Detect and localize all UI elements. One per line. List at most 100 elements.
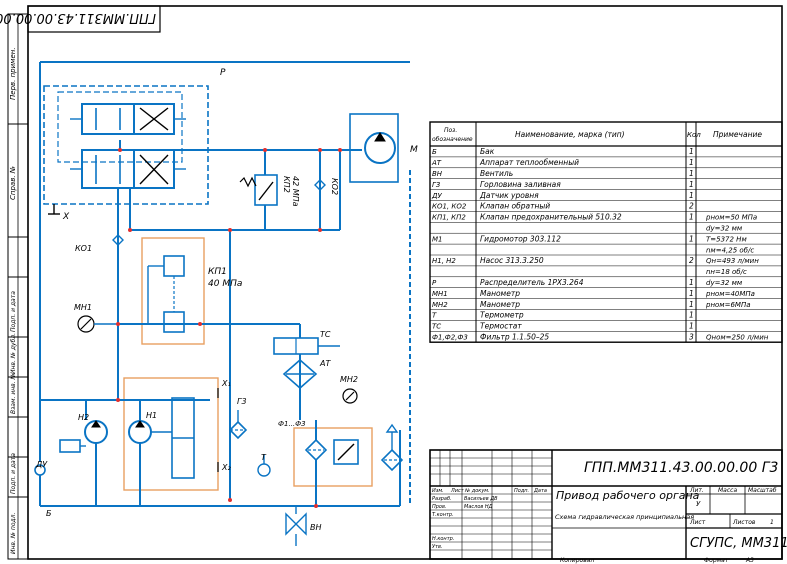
spec-row-note: dу=32 мм [706, 225, 743, 233]
side-strip-5: Взам. инв. № [10, 373, 17, 414]
side-strip-7: Инв. № подл. [10, 513, 17, 554]
spec-row-pos: Т [432, 312, 437, 320]
label-X2: X₂ [221, 463, 231, 472]
spec-row-pos: Р [432, 279, 437, 287]
row-sign: Подп. [514, 488, 529, 494]
sheets-value: 1 [770, 519, 774, 526]
spec-row-name: Насос 313.3.250 [480, 256, 544, 265]
spec-row-note: Qн=493 л/мин [706, 257, 759, 265]
label-KO2: КО2 [330, 178, 339, 195]
label-KP2-pressure: 42 МПа [291, 176, 300, 207]
top-stamp: ГПП.ММ311.43.00.00.00 Г3 [0, 5, 161, 33]
spec-row-qty: 3 [689, 333, 694, 342]
spec-row-note: pном=40МПа [705, 290, 755, 298]
label-DU: ДУ [35, 460, 48, 469]
spec-row-name: Фильтр 1.1.50–25 [480, 333, 549, 342]
spec-row-name: Гидромотор 303.112 [480, 234, 561, 243]
row-ncontrol: Н.контр. [432, 536, 454, 542]
label-MN1: МН1 [74, 303, 92, 312]
scale-header: Масштаб [748, 487, 777, 494]
spec-row-qty: 1 [689, 289, 694, 298]
label-P: Р [220, 68, 226, 78]
row-tcontrol: Т.контр. [432, 512, 454, 518]
mass-header: Масса [718, 487, 737, 494]
spec-row-qty: 1 [689, 180, 694, 189]
label-MN2: МН2 [340, 375, 358, 384]
spec-row-qty: 2 [689, 256, 694, 265]
spec-header-name: Наименование, марка (тип) [515, 130, 625, 139]
spec-row-note: dу=32 мм [706, 279, 743, 287]
hydraulic-schematic [34, 61, 411, 546]
spec-row-pos: ДУ [431, 192, 442, 200]
spec-row-pos: МН1 [432, 290, 448, 298]
label-TC: ТС [320, 330, 331, 339]
row-sheet: Лист [450, 488, 465, 494]
label-G3: Г3 [237, 397, 247, 406]
schematic-labels: Р М X X₁ X₂ КО1 КО2 КП1 40 МПа КП2 42 МП… [35, 68, 418, 532]
label-AT: АТ [319, 359, 331, 368]
spec-table: Поз.обозначение Наименование, марка (тип)… [429, 121, 783, 343]
spec-row-qty: 1 [689, 234, 694, 243]
row-check: Пров. [432, 504, 447, 510]
spec-row-pos: КО1, КО2 [432, 203, 467, 211]
row-check-name: Маслов НД [464, 504, 493, 510]
row-change: Изм. [432, 488, 444, 494]
spec-row-pos: Н1, Н2 [432, 257, 456, 265]
spec-row-name: Манометр [480, 289, 520, 298]
label-B: Б [46, 509, 52, 518]
spec-row-pos: Б [432, 148, 437, 156]
top-stamp-text: ГПП.ММ311.43.00.00.00 Г3 [0, 10, 156, 25]
lit-header: Лит. [689, 487, 704, 494]
spec-row-note: Qном=250 л/мин [706, 334, 769, 342]
spec-row-pos: КП1, КП2 [432, 214, 466, 222]
spec-row-pos: ТС [432, 323, 441, 331]
spec-row-name: Горловина заливная [480, 180, 561, 189]
spec-row-pos: МН2 [432, 301, 448, 309]
spec-row-name: Бак [480, 147, 495, 156]
spec-row-note: nм=4,25 об/с [706, 246, 754, 254]
label-H2: Н2 [78, 413, 89, 422]
spec-row-pos: Г3 [432, 181, 440, 189]
spec-row-pos: М1 [432, 235, 443, 243]
spec-row-name: Клапан предохранительный 510.32 [480, 213, 622, 222]
spec-row-qty: 1 [689, 311, 694, 320]
row-dev: Разраб. [432, 496, 452, 502]
org-name: СГУПС, ММ311 [690, 536, 787, 551]
row-doc: № докум. [464, 488, 490, 494]
spec-row-name: Распределитель 1РХ3.264 [480, 278, 584, 287]
spec-row-qty: 1 [689, 147, 694, 156]
spec-row-pos: ВН [432, 170, 443, 178]
label-VN: ВН [310, 523, 322, 532]
spec-header-pos: Поз.обозначение [432, 127, 473, 143]
side-strip-4: Инв. № дубл. [10, 333, 17, 374]
spec-row-qty: 1 [689, 158, 694, 167]
title-designation: ГПП.ММ311.43.00.00.00 Г3 [584, 460, 778, 476]
spec-row-qty: 1 [689, 322, 694, 331]
label-KO1: КО1 [75, 244, 92, 253]
row-date: Дата [533, 488, 547, 494]
spec-row-pos: АТ [431, 159, 442, 167]
spec-header-qty: Кол [687, 131, 701, 139]
spec-row-qty: 1 [689, 213, 694, 222]
spec-row-name: Клапан обратный [480, 202, 550, 211]
title-name-2: Схема гидравлическая принципиальная [555, 513, 694, 521]
spec-row-qty: 1 [689, 300, 694, 309]
spec-row-note: T=5372 Нм [706, 235, 747, 243]
footer-format: Формат [704, 557, 729, 564]
spec-row-qty: 1 [689, 169, 694, 178]
spec-row-qty: 1 [689, 191, 694, 200]
row-dev-name: Васильев ДВ [464, 496, 498, 502]
spec-header-note: Примечание [713, 130, 762, 139]
row-approve: Утв. [432, 544, 443, 550]
side-strip-1: Перв. примен. [9, 47, 17, 100]
sheets-label: Листов [732, 519, 756, 526]
label-KP1-pressure: 40 МПа [208, 279, 242, 289]
spec-row-note: pном=6МПа [705, 301, 751, 309]
label-F: Ф1...Ф3 [278, 420, 306, 428]
spec-row-pos: Ф1,Ф2,Ф3 [432, 334, 468, 342]
spec-row-qty: 2 [689, 202, 694, 211]
spec-row-qty: 1 [689, 278, 694, 287]
spec-row-name: Аппарат теплообменный [479, 158, 579, 167]
lit-value: У [696, 500, 701, 508]
